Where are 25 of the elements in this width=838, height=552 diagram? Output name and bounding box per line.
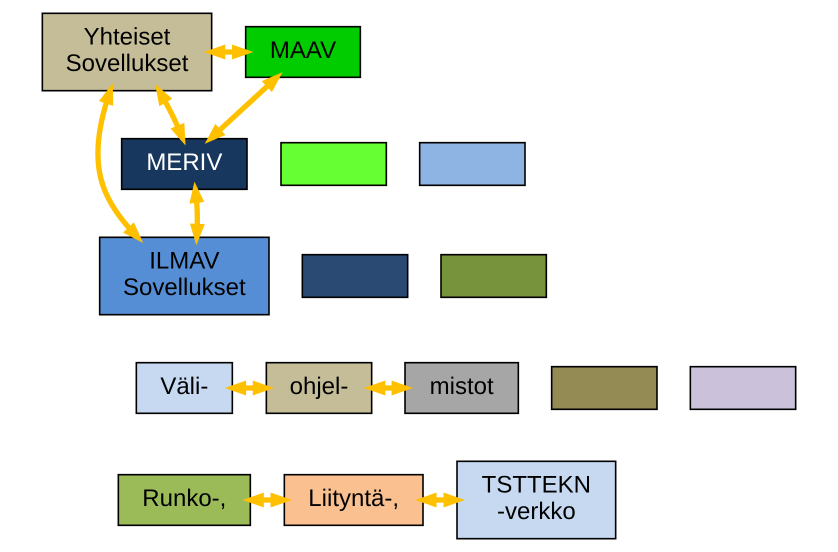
arrow: [155, 84, 186, 146]
node-box: [690, 366, 796, 410]
arrow: [415, 492, 465, 508]
node-box: ohjel-: [266, 362, 372, 414]
node-box: [440, 254, 548, 298]
node-box: ILMAV Sovellukset: [98, 236, 270, 316]
arrow: [95, 83, 144, 244]
node-box: MAAV: [244, 26, 362, 78]
node-box: Väli-: [136, 362, 234, 414]
node-box: TSTTEKN -verkko: [456, 460, 616, 540]
node-box: Yhteiset Sovellukset: [42, 12, 212, 92]
arrow: [242, 492, 292, 508]
arrow: [189, 182, 205, 246]
node-box: mistot: [404, 362, 520, 414]
arrow: [204, 72, 283, 144]
node-box: MERIV: [120, 138, 248, 190]
node-box: Runko-,: [118, 474, 252, 526]
node-box: Liityntä-,: [284, 474, 424, 526]
node-box: [302, 254, 408, 298]
node-box: [550, 366, 658, 410]
node-box: [280, 142, 388, 186]
arrow: [204, 44, 254, 60]
arrow: [224, 380, 274, 396]
arrow: [364, 380, 413, 396]
node-box: [418, 142, 526, 186]
